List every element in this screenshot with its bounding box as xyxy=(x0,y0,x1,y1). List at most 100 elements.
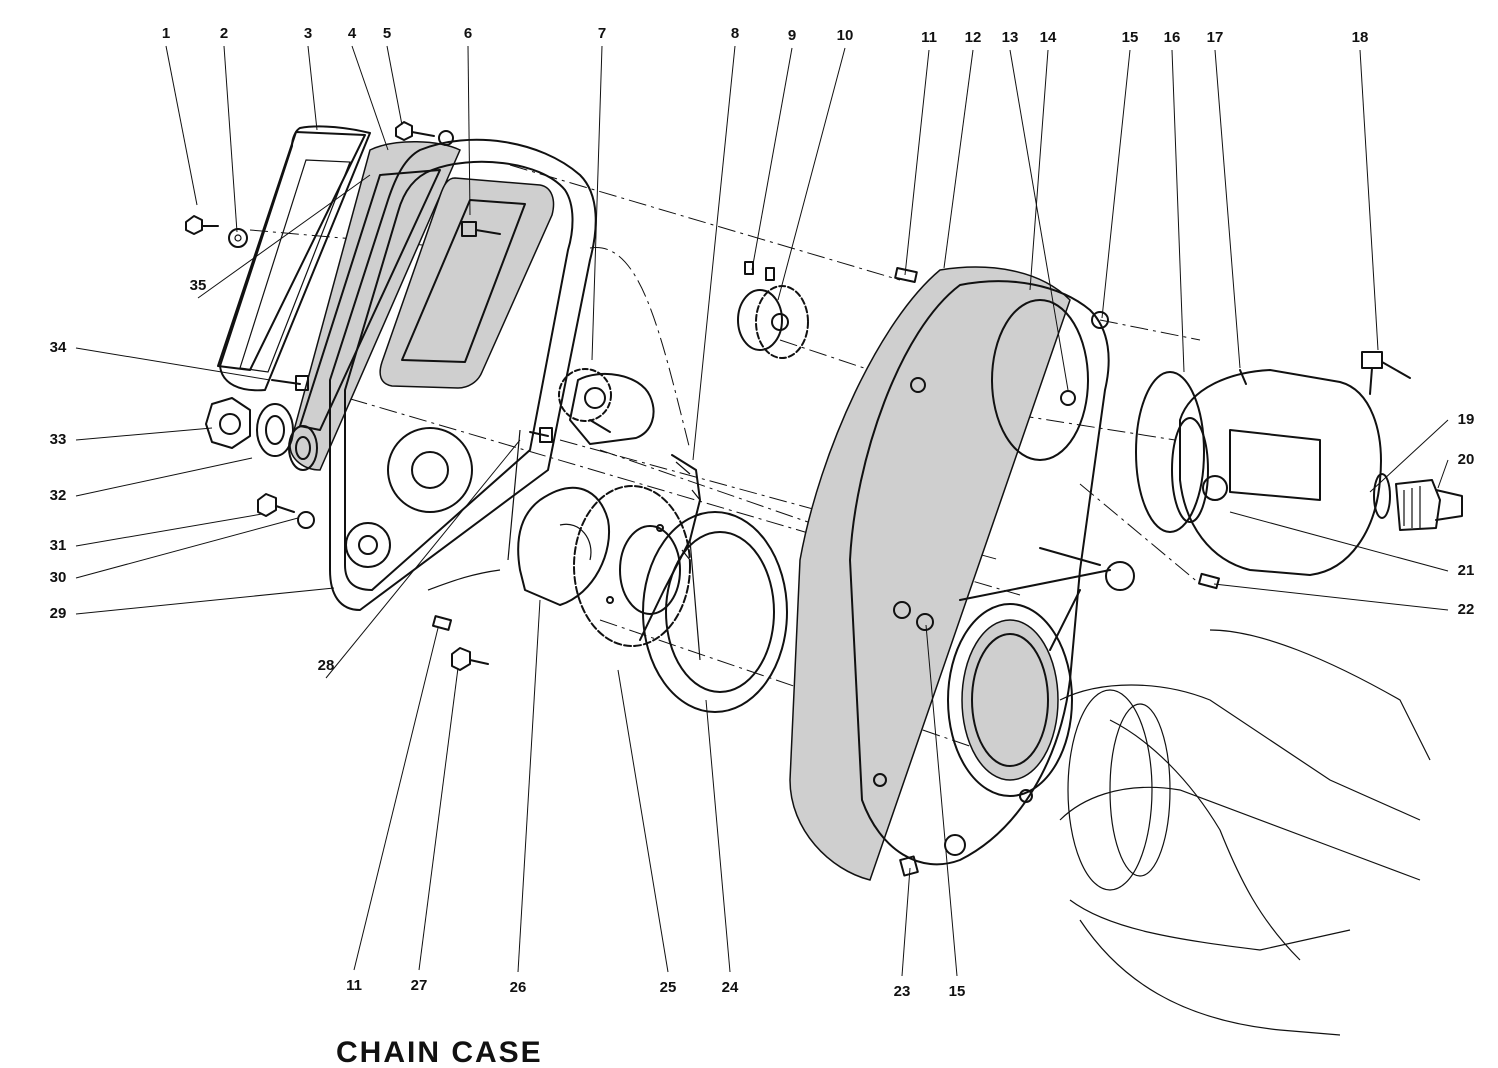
callout-number-26: 26 xyxy=(510,979,527,996)
callout-number-5: 5 xyxy=(383,25,391,42)
callout-number-24: 24 xyxy=(722,979,739,996)
bolt-31 xyxy=(257,493,295,517)
tensioner-sprocket xyxy=(558,368,655,445)
leader-line-14 xyxy=(1029,49,1049,291)
callout-number-18: 18 xyxy=(1352,29,1369,46)
leader-line-17 xyxy=(1214,49,1241,369)
leader-line-34 xyxy=(75,347,271,381)
leader-line-3 xyxy=(307,45,318,131)
leader-line-7 xyxy=(591,45,603,361)
dowel-pin-11-lower xyxy=(431,615,453,631)
leader-line-21 xyxy=(1229,511,1449,572)
leader-line-4 xyxy=(351,45,389,151)
callout-number-9: 9 xyxy=(788,27,796,44)
bolt-1 xyxy=(185,215,219,235)
callout-number-3: 3 xyxy=(304,25,312,42)
inner-chain-case xyxy=(849,280,1135,866)
leader-line-24 xyxy=(705,699,731,973)
dowel-pin-11-upper xyxy=(894,267,918,283)
leader-line-6 xyxy=(467,45,471,216)
callout-number-14: 14 xyxy=(1040,29,1057,46)
callout-number-23: 23 xyxy=(894,983,911,1000)
leader-line-11 xyxy=(353,627,439,971)
leader-line-27 xyxy=(418,667,459,971)
leader-line-22 xyxy=(1213,583,1449,611)
leader-line-33 xyxy=(75,427,213,441)
large-sprocket xyxy=(573,485,691,647)
outer-cover xyxy=(329,138,597,611)
callout-number-10: 10 xyxy=(837,27,854,44)
hydraulic-pump xyxy=(1171,369,1382,576)
diagram-title: CHAIN CASE xyxy=(336,1038,596,1068)
leader-line-29 xyxy=(75,587,335,615)
leader-line-13 xyxy=(1009,49,1069,391)
leader-line-30 xyxy=(75,517,299,579)
washer-30 xyxy=(297,511,315,529)
callout-number-2: 2 xyxy=(220,25,228,42)
leader-line-16 xyxy=(1171,49,1185,373)
leader-line-26 xyxy=(517,599,541,973)
callout-number-19: 19 xyxy=(1458,411,1475,428)
washer-2 xyxy=(228,228,248,248)
leader-line-19 xyxy=(1369,419,1449,493)
callout-number-35: 35 xyxy=(190,277,207,294)
diagram-title-text: CHAIN CASE xyxy=(336,1038,543,1068)
drain-plug-23 xyxy=(899,855,919,877)
callout-number-31: 31 xyxy=(50,537,67,554)
leader-line-25 xyxy=(617,669,669,973)
leader-line-23 xyxy=(901,867,911,977)
elbow-fitting-18 xyxy=(1361,351,1411,395)
rear-gasket-frame xyxy=(217,125,371,392)
bolt-5 xyxy=(395,121,454,146)
leader-line-9 xyxy=(751,47,793,271)
leader-line-15 xyxy=(1101,49,1131,319)
callout-number-27: 27 xyxy=(411,977,428,994)
leader-line-11 xyxy=(904,49,930,276)
callout-number-4: 4 xyxy=(348,25,357,42)
bolt-28 xyxy=(529,427,553,443)
callout-number-7: 7 xyxy=(598,25,606,42)
callout-number-34: 34 xyxy=(50,339,67,356)
leader-line-35 xyxy=(197,174,371,299)
stud-34 xyxy=(271,375,309,391)
leader-line-5 xyxy=(386,45,403,126)
drive-sprocket xyxy=(737,261,809,359)
leader-line-31 xyxy=(75,513,263,547)
stud-6 xyxy=(461,221,501,237)
callout-number-21: 21 xyxy=(1458,562,1475,579)
thrust-plate xyxy=(517,486,611,606)
nut-33 xyxy=(205,397,251,449)
callout-number-12: 12 xyxy=(965,29,982,46)
callout-number-13: 13 xyxy=(1002,29,1019,46)
leader-line-2 xyxy=(223,45,238,233)
leader-line-12 xyxy=(943,49,974,269)
callout-number-8: 8 xyxy=(731,25,739,42)
auger-housing xyxy=(1059,629,1431,1036)
plug-22 xyxy=(1198,572,1220,590)
callout-number-20: 20 xyxy=(1458,451,1475,468)
leader-line-15 xyxy=(925,624,958,977)
o-ring-16 xyxy=(1135,371,1205,533)
leader-line-10 xyxy=(777,47,846,301)
adapter-fitting-20 xyxy=(1395,479,1463,531)
seal-ring xyxy=(642,511,788,713)
callout-number-28: 28 xyxy=(318,657,335,674)
leader-line-20 xyxy=(1437,459,1449,489)
callout-number-17: 17 xyxy=(1207,29,1224,46)
leader-line-18 xyxy=(1359,49,1379,351)
callout-number-11: 11 xyxy=(346,977,362,994)
callout-number-22: 22 xyxy=(1458,601,1475,618)
leader-line-28 xyxy=(325,439,521,679)
callout-number-30: 30 xyxy=(50,569,67,586)
callout-number-11: 11 xyxy=(921,29,937,46)
bearings-32 xyxy=(256,403,318,471)
callout-number-32: 32 xyxy=(50,487,67,504)
inner-case-gasket xyxy=(789,266,1071,881)
leader-line-8 xyxy=(692,45,736,461)
callout-number-29: 29 xyxy=(50,605,67,622)
callout-number-15: 15 xyxy=(949,983,966,1000)
o-ring-19 xyxy=(1373,473,1391,519)
callout-number-16: 16 xyxy=(1164,29,1181,46)
